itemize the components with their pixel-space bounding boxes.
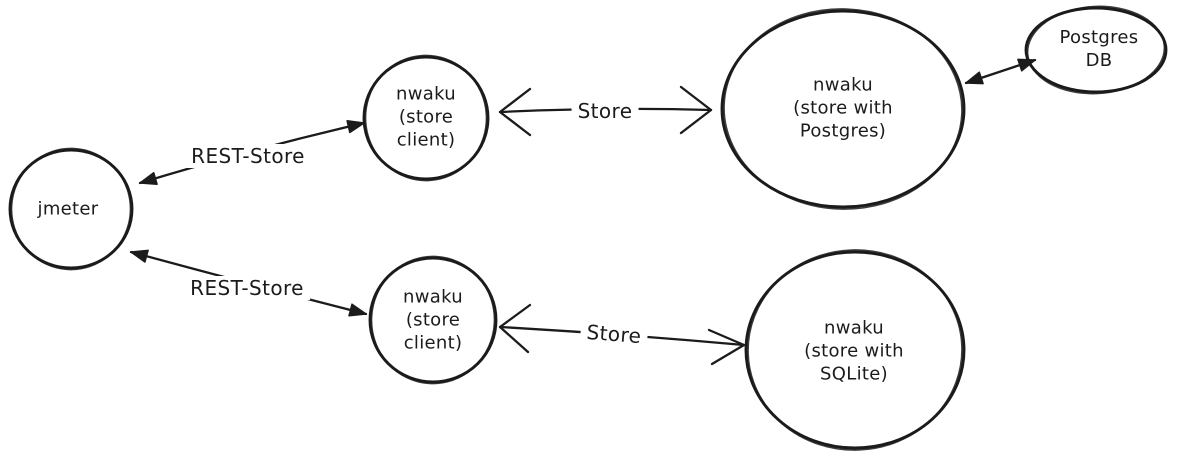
arrow-rest-store-top xyxy=(138,120,366,185)
node-ellipse-nwaku-store-sqlite xyxy=(744,249,966,451)
node-ellipse-postgres-db xyxy=(1024,5,1168,95)
node-ellipse-nwaku-store-postgres xyxy=(720,8,966,210)
arrow-rest-store-bottom xyxy=(129,249,368,317)
node-ellipse-jmeter xyxy=(8,147,134,271)
arrow-postgres-db-link xyxy=(964,58,1037,85)
node-ellipse-nwaku-store-client-bottom xyxy=(368,255,498,385)
node-ellipse-nwaku-store-client-top xyxy=(362,54,490,182)
arrow-store-bottom xyxy=(498,303,746,366)
arrow-store-top xyxy=(498,85,713,137)
